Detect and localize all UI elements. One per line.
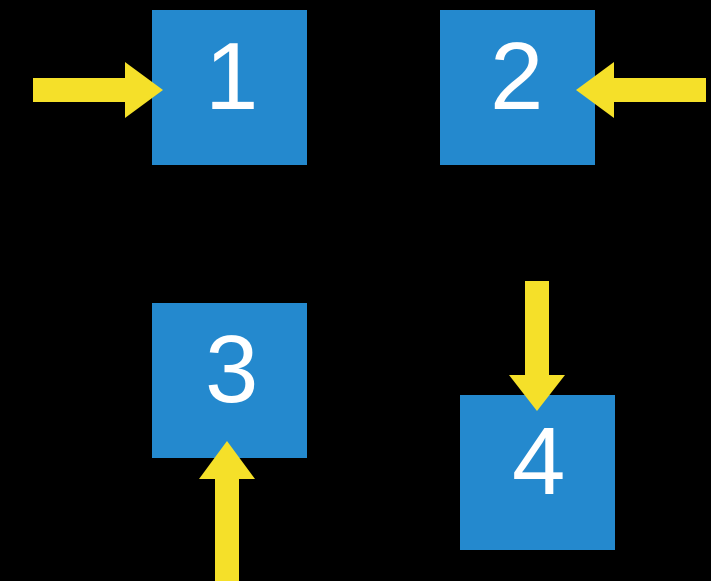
arrow-up-into-node-3-icon (199, 441, 255, 581)
node-box-3[interactable] (152, 303, 307, 458)
node-box-4[interactable] (460, 395, 615, 550)
node-box-1[interactable] (152, 10, 307, 165)
arrow-left-into-node-2-icon (576, 62, 706, 118)
arrow-down-into-node-4-icon (509, 281, 565, 411)
arrow-right-into-node-1-icon (33, 62, 163, 118)
node-box-2[interactable] (440, 10, 595, 165)
